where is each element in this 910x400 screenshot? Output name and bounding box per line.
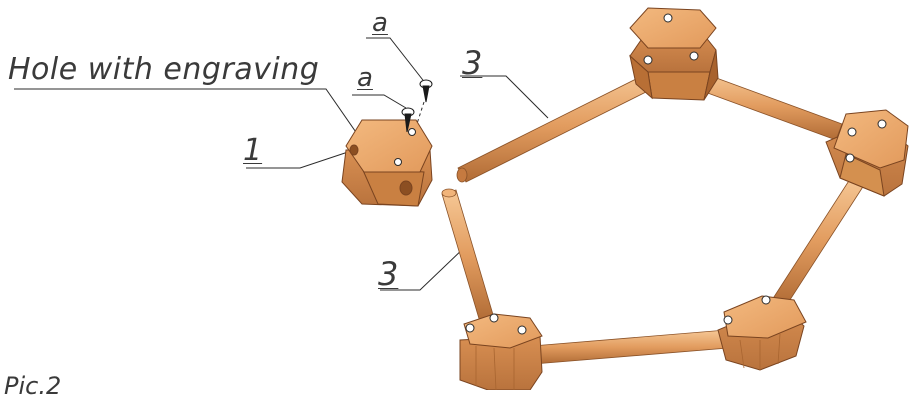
rod-end-hole xyxy=(456,167,468,183)
label-screw-a-top: a xyxy=(372,8,388,38)
rod-bottom xyxy=(531,329,729,365)
label-part-1: 1 xyxy=(243,133,263,168)
leader-rod-3-left xyxy=(380,245,467,291)
label-rod-3-top: 3 xyxy=(462,44,483,82)
leader-hole-engraving xyxy=(14,88,361,139)
rods xyxy=(441,69,867,365)
leader-rod-3-top xyxy=(460,75,549,119)
rod-top-left xyxy=(457,69,663,183)
screw-a-mid xyxy=(401,107,415,133)
hex-block-bottom-left xyxy=(459,313,543,390)
rod-right-down xyxy=(771,175,867,307)
rod-left-up xyxy=(441,189,495,323)
rod-top-right xyxy=(693,71,843,141)
leader-screw-a-top xyxy=(366,37,427,85)
hex-block-top xyxy=(629,7,719,101)
screw-a-top xyxy=(419,79,433,103)
figure-caption: Pic.2 xyxy=(4,372,62,400)
part-1-hex-block xyxy=(341,119,433,207)
label-screw-a-mid: a xyxy=(357,63,373,93)
label-hole-with-engraving: Hole with engraving xyxy=(8,52,320,87)
hex-block-right xyxy=(825,109,909,197)
leader-screw-a-mid xyxy=(352,94,407,109)
hex-block-bottom-right xyxy=(717,295,807,371)
assembly-diagram xyxy=(14,7,909,390)
rod-end xyxy=(441,188,457,198)
leader-part-1 xyxy=(246,147,361,169)
engraved-hole xyxy=(399,180,413,196)
label-rod-3-left: 3 xyxy=(378,255,399,293)
